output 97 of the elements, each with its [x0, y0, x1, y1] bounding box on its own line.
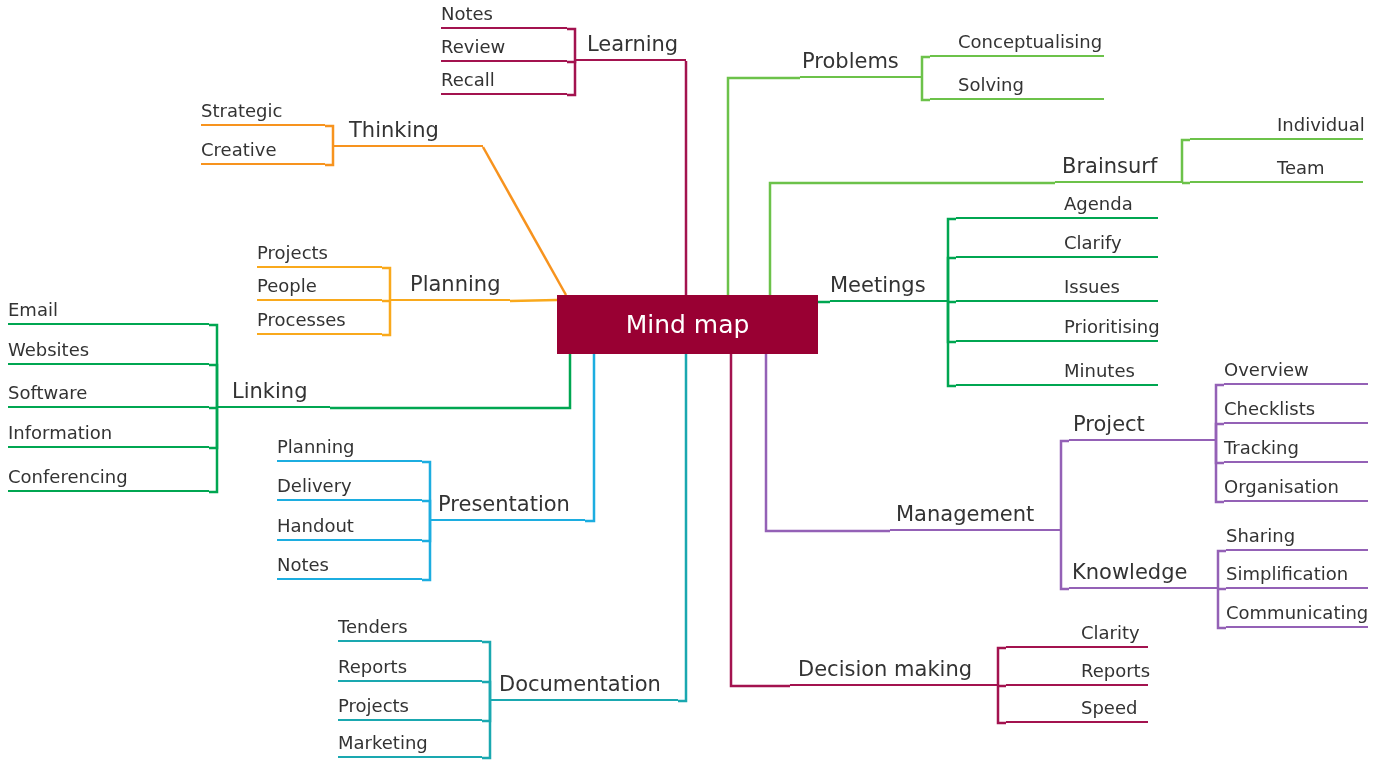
branch-line: [509, 298, 558, 303]
branch-line: [482, 680, 492, 701]
branch-line: [422, 521, 432, 582]
leaf-label: Projects: [338, 696, 409, 719]
branch-label: Presentation: [438, 492, 570, 518]
branch-line: [1059, 439, 1069, 531]
leaf-label: People: [257, 276, 317, 299]
branch-line: [1214, 422, 1224, 441]
branch-line: [330, 354, 572, 410]
branch-line: [567, 59, 577, 64]
leaf-label: Marketing: [338, 733, 428, 756]
branch-line: [209, 406, 217, 410]
branch-line: [209, 408, 219, 494]
branch-line: [1216, 589, 1226, 630]
branch-line: [325, 147, 335, 167]
leaf-label: Conceptualising: [958, 32, 1103, 55]
leaf-label: Checklists: [1224, 399, 1316, 422]
leaf-label: Sharing: [1226, 526, 1296, 549]
branch-line: [325, 124, 335, 147]
leaf-label: Creative: [201, 140, 277, 163]
leaf-label: Email: [8, 300, 58, 323]
branch-label: Meetings: [830, 273, 926, 299]
branch-line: [946, 256, 956, 302]
branch-line: [998, 684, 1006, 688]
branch-label: Project: [1073, 412, 1145, 438]
leaf-label: Issues: [1064, 277, 1120, 300]
branch-line: [729, 354, 790, 688]
branch-line: [920, 55, 930, 78]
branch-line: [482, 701, 492, 760]
leaf-label: Individual: [1277, 115, 1365, 138]
branch-line: [1059, 531, 1069, 591]
branch-line: [726, 76, 800, 295]
leaf-label: Minutes: [1064, 361, 1135, 384]
leaf-label: Review: [441, 37, 506, 60]
leaf-label: Delivery: [277, 476, 352, 499]
branch-line: [1218, 587, 1226, 591]
branch-label: Documentation: [499, 672, 661, 698]
branch-line: [948, 300, 956, 304]
branch-label: Problems: [802, 49, 899, 75]
leaf-label: Clarity: [1081, 623, 1140, 646]
leaf-label: Agenda: [1064, 194, 1133, 217]
branch-line: [920, 78, 930, 102]
branch-line: [1216, 549, 1226, 589]
branch-line: [946, 302, 956, 388]
branch-line: [764, 354, 890, 533]
leaf-label: Information: [8, 423, 113, 446]
leaf-label: Solving: [958, 75, 1024, 98]
leaf-label: Reports: [1081, 661, 1151, 684]
leaf-label: Planning: [277, 437, 355, 460]
central-topic-label: Mind map: [625, 310, 750, 339]
central-topic-box: [557, 295, 818, 354]
branch-label: Knowledge: [1072, 560, 1188, 586]
branch-line: [567, 27, 577, 61]
leaf-label: Simplification: [1226, 564, 1349, 587]
branch-line: [382, 301, 392, 337]
branch-label: Management: [896, 502, 1035, 528]
branch-line: [1182, 181, 1190, 185]
leaf-label: Projects: [257, 243, 328, 266]
leaf-label: Clarify: [1064, 233, 1122, 256]
branch-line: [1214, 441, 1224, 504]
leaf-label: Conferencing: [8, 467, 128, 490]
leaf-label: Tenders: [338, 617, 408, 640]
branch-label: Learning: [587, 32, 679, 58]
leaf-label: Software: [8, 383, 88, 406]
leaf-label: Notes: [441, 4, 493, 27]
branch-line: [481, 146, 568, 296]
branch-line: [768, 181, 1055, 295]
branch-line: [382, 266, 392, 301]
leaf-label: Reports: [338, 657, 408, 680]
leaf-label: Organisation: [1224, 477, 1339, 500]
leaf-label: Notes: [277, 555, 329, 578]
branch-line: [585, 354, 596, 523]
branch-line: [684, 61, 688, 295]
branch-label: Planning: [410, 272, 501, 298]
leaf-label: Websites: [8, 340, 90, 363]
leaf-label: Processes: [257, 310, 346, 333]
branch-line: [209, 363, 219, 408]
leaf-label: Overview: [1224, 360, 1309, 383]
branch-line: [422, 499, 432, 521]
leaf-label: Tracking: [1224, 438, 1299, 461]
branch-label: Decision making: [798, 657, 973, 683]
branch-line: [678, 354, 688, 703]
branch-line: [567, 61, 577, 97]
leaf-label: Speed: [1081, 698, 1138, 721]
branch-line: [382, 299, 390, 303]
leaf-label: Strategic: [201, 101, 283, 124]
leaf-label: Communicating: [1226, 603, 1369, 626]
branch-label: Brainsurf: [1062, 154, 1158, 180]
leaf-label: Handout: [277, 516, 354, 539]
leaf-label: Recall: [441, 70, 495, 93]
branch-label: Thinking: [349, 118, 439, 144]
branch-line: [996, 646, 1006, 686]
branch-line: [1180, 138, 1190, 183]
branch-line: [996, 686, 1006, 725]
leaf-label: Prioritising: [1064, 317, 1160, 340]
branch-label: Linking: [232, 379, 308, 405]
leaf-label: Team: [1277, 158, 1325, 181]
